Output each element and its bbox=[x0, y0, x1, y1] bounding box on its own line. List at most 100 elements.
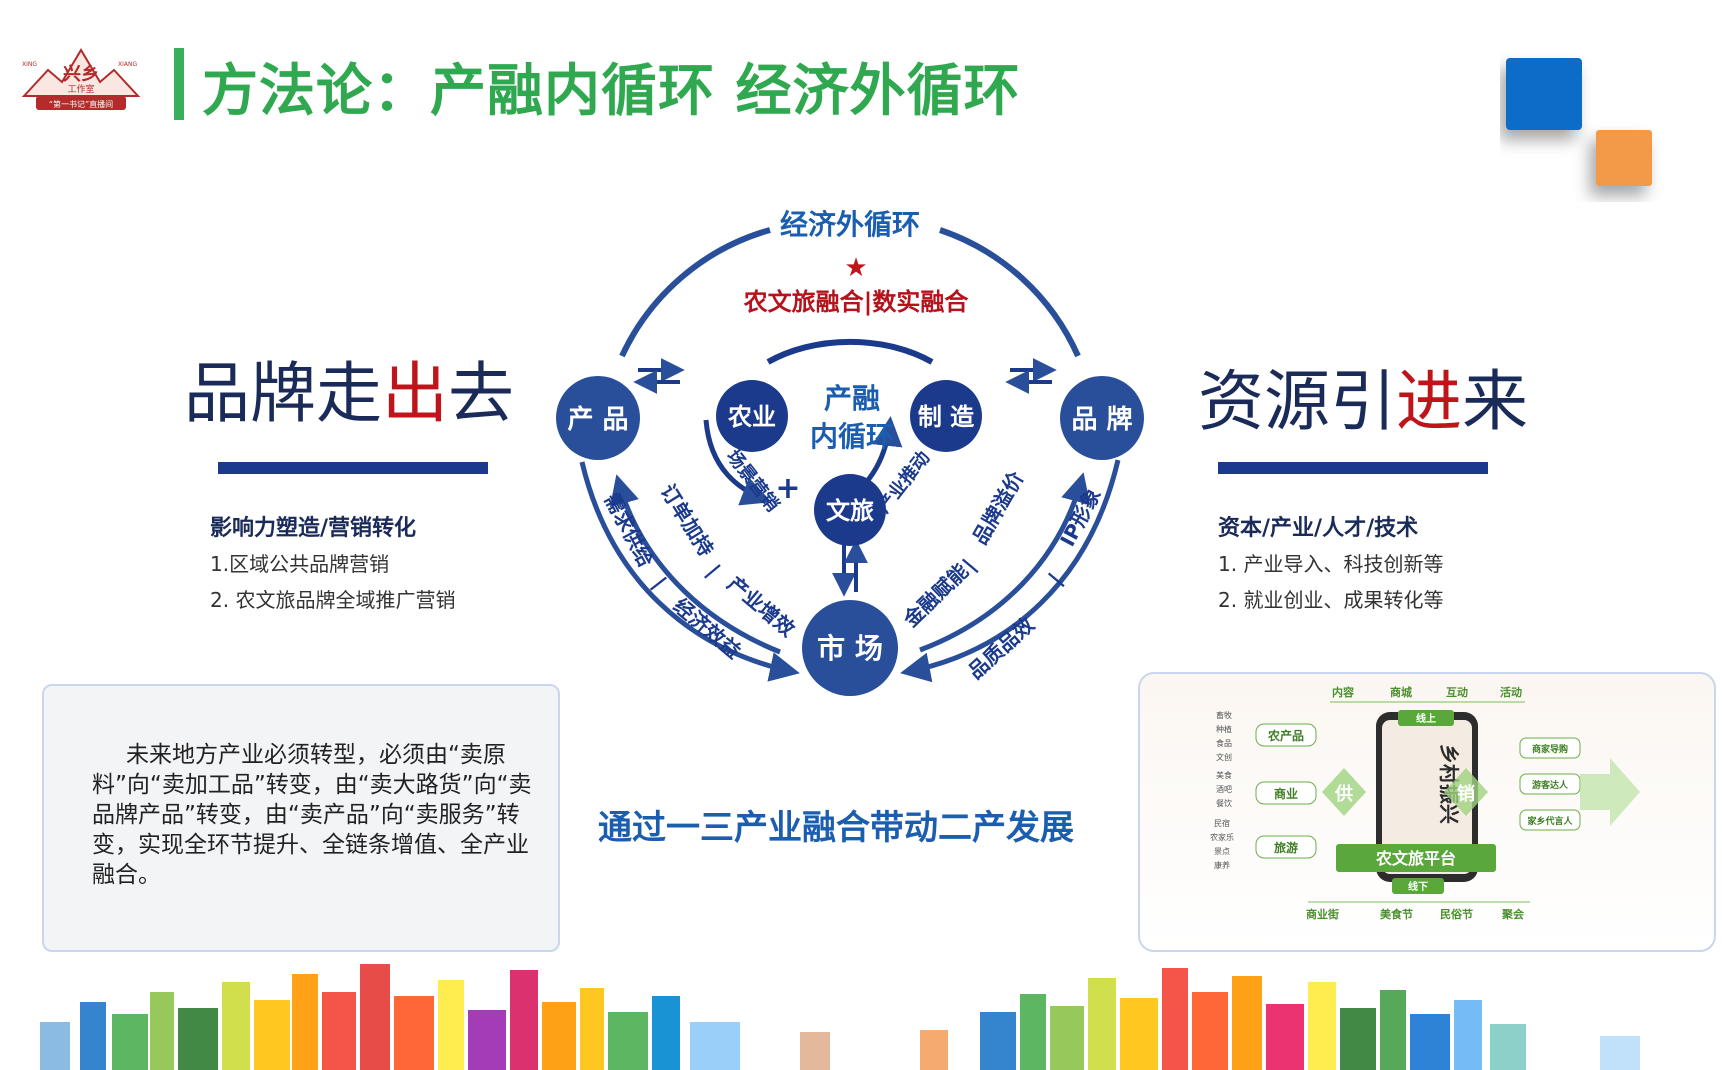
logo-ribbon-shape bbox=[36, 96, 126, 110]
label-order-support: 订单加持 bbox=[656, 480, 719, 561]
platform-right-arrow bbox=[1580, 758, 1640, 826]
arc-demand-supply bbox=[579, 461, 800, 682]
outer-arc-left bbox=[619, 227, 771, 358]
label-sep-left-2: | bbox=[648, 572, 671, 593]
platform-small-3: 食品 bbox=[1216, 738, 1232, 748]
node-brand: 品 牌 bbox=[1060, 376, 1144, 460]
platform-small-7: 餐饮 bbox=[1216, 798, 1232, 808]
left-item-2: 2. 农文旅品牌全域推广营销 bbox=[210, 588, 456, 612]
platform-small-8: 民宿 bbox=[1214, 818, 1230, 828]
logo-main-text: 兴乡 bbox=[63, 64, 99, 85]
platform-svg: 内容 商城 互动 活动 畜牧 种植 食品 文创 美食 酒吧 餐饮 民宿 农家乐 … bbox=[1210, 685, 1640, 921]
platform-bottom-label-3: 民俗节 bbox=[1440, 907, 1473, 921]
platform-box-tourism bbox=[1255, 835, 1317, 859]
right-headline-pre: 资源引 bbox=[1198, 363, 1396, 440]
platform-box-tourist-label: 游客达人 bbox=[1532, 779, 1569, 791]
right-headline: 资源引进来 bbox=[1198, 348, 1528, 444]
right-item-2: 2. 就业创业、成果转化等 bbox=[1218, 588, 1444, 612]
platform-top-label-4: 活动 bbox=[1500, 685, 1522, 699]
logo-mountain-shape bbox=[21, 48, 141, 97]
supply-diamond bbox=[1322, 768, 1366, 816]
blue-square bbox=[1506, 58, 1582, 130]
logo-ribbon-text: “第一书记”直播间 bbox=[49, 99, 113, 109]
left-rule bbox=[218, 462, 488, 474]
phone-screen bbox=[1382, 720, 1472, 874]
platform-box-guide-label: 商家导购 bbox=[1532, 743, 1568, 755]
outer-subtitle: 农文旅融合|数实融合 bbox=[743, 288, 970, 316]
right-item-1: 1. 产业导入、科技创新等 bbox=[1218, 552, 1444, 576]
left-headline-post: 去 bbox=[448, 355, 514, 432]
node-culture-tourism-label: 文旅 bbox=[826, 497, 874, 525]
sales-label: 销 bbox=[1457, 783, 1475, 805]
online-label: 线上 bbox=[1416, 712, 1436, 725]
platform-box-spokesperson-label: 家乡代言人 bbox=[1527, 815, 1573, 827]
platform-box-agri-label: 农产品 bbox=[1267, 728, 1304, 743]
inner-arc bbox=[766, 338, 934, 365]
platform-small-6: 酒吧 bbox=[1216, 785, 1232, 794]
node-manufacturing: 制 造 bbox=[910, 380, 982, 452]
right-rule bbox=[1218, 462, 1488, 474]
arc-order-support bbox=[609, 474, 781, 655]
offline-tag bbox=[1392, 878, 1444, 894]
node-product-label: 产 品 bbox=[567, 405, 628, 435]
logo-side-right: XIANG bbox=[118, 61, 137, 68]
right-headline-post: 来 bbox=[1462, 363, 1528, 440]
node-brand-label: 品 牌 bbox=[1071, 404, 1132, 435]
city-skyline-decoration bbox=[40, 964, 1640, 1070]
node-product: 产 品 bbox=[556, 376, 640, 460]
inner-title-2: 内循环 bbox=[810, 420, 894, 453]
arc-brand-premium bbox=[919, 472, 1091, 653]
platform-box-guide bbox=[1519, 737, 1581, 759]
node-agriculture: 农业 bbox=[716, 380, 788, 452]
platform-box-tourism-label: 旅游 bbox=[1274, 840, 1298, 855]
diagram-caption: 通过一三产业融合带动二产发展 bbox=[598, 808, 1074, 848]
node-agriculture-label: 农业 bbox=[727, 403, 776, 431]
left-item-1: 1.区域公共品牌营销 bbox=[210, 552, 390, 576]
title-accent-bar bbox=[174, 48, 184, 120]
left-subhead: 影响力塑造/营销转化 bbox=[210, 516, 417, 541]
online-tag bbox=[1398, 710, 1454, 726]
quote-box bbox=[42, 684, 560, 952]
circulation-diagram: 经济外循环 ★ 农文旅融合|数实融合 产融 内循环 产 品 农业 制 造 品 牌… bbox=[556, 208, 1144, 696]
star-icon: ★ bbox=[844, 253, 867, 283]
platform-box-agri bbox=[1255, 723, 1317, 747]
sales-diamond bbox=[1444, 768, 1488, 816]
platform-bottom-label-1: 商业街 bbox=[1306, 907, 1339, 921]
left-headline: 品牌走出去 bbox=[184, 340, 514, 436]
platform-bottom-label-4: 聚会 bbox=[1501, 907, 1525, 921]
node-market-label: 市 场 bbox=[817, 632, 883, 665]
inner-title-1: 产融 bbox=[824, 382, 880, 415]
platform-box-spokesperson bbox=[1519, 809, 1581, 831]
platform-diagram: 内容 商城 互动 活动 畜牧 种植 食品 文创 美食 酒吧 餐饮 民宿 农家乐 … bbox=[1138, 672, 1716, 952]
outer-title: 经济外循环 bbox=[780, 208, 920, 241]
node-culture-tourism: 文旅 bbox=[814, 474, 886, 546]
platform-box-business bbox=[1255, 781, 1317, 805]
platform-small-2: 种植 bbox=[1216, 724, 1232, 734]
studio-logo: 兴乡 工作室 XING XIANG “第一书记”直播间 bbox=[21, 48, 141, 110]
platform-top-label-3: 互动 bbox=[1446, 685, 1468, 699]
logo-sub-text: 工作室 bbox=[67, 83, 94, 95]
platform-box-business-label: 商业 bbox=[1274, 786, 1298, 801]
decorative-squares bbox=[1506, 58, 1652, 186]
platform-small-1: 畜牧 bbox=[1216, 710, 1232, 720]
orange-square bbox=[1596, 130, 1652, 186]
platform-small-11: 康养 bbox=[1214, 860, 1230, 870]
right-subhead: 资本/产业/人才/技术 bbox=[1218, 516, 1419, 541]
left-headline-highlight: 出 bbox=[382, 355, 448, 432]
label-financial-empower: 金融赋能 bbox=[898, 559, 973, 633]
platform-top-label-1: 内容 bbox=[1332, 685, 1354, 699]
platform-bottom-label-2: 美食节 bbox=[1380, 907, 1413, 921]
node-market: 市 场 bbox=[802, 600, 898, 696]
label-brand-premium: 品牌溢价 bbox=[968, 466, 1029, 548]
quote-text: 未来地方产业必须转型，必须由“卖原料”向“卖加工品”转变，由“卖大路货”向“卖品… bbox=[92, 742, 532, 888]
node-manufacturing-label: 制 造 bbox=[918, 403, 974, 431]
platform-name-bar bbox=[1336, 844, 1496, 872]
platform-small-9: 农家乐 bbox=[1210, 832, 1234, 842]
platform-name: 农文旅平台 bbox=[1375, 849, 1456, 868]
platform-small-10: 景点 bbox=[1214, 847, 1230, 856]
offline-label: 线下 bbox=[1408, 880, 1428, 893]
outer-arc-right bbox=[939, 227, 1081, 358]
right-headline-highlight: 进 bbox=[1396, 363, 1462, 440]
left-headline-pre: 品牌走 bbox=[184, 355, 382, 432]
label-sep-left-1: | bbox=[702, 560, 725, 581]
